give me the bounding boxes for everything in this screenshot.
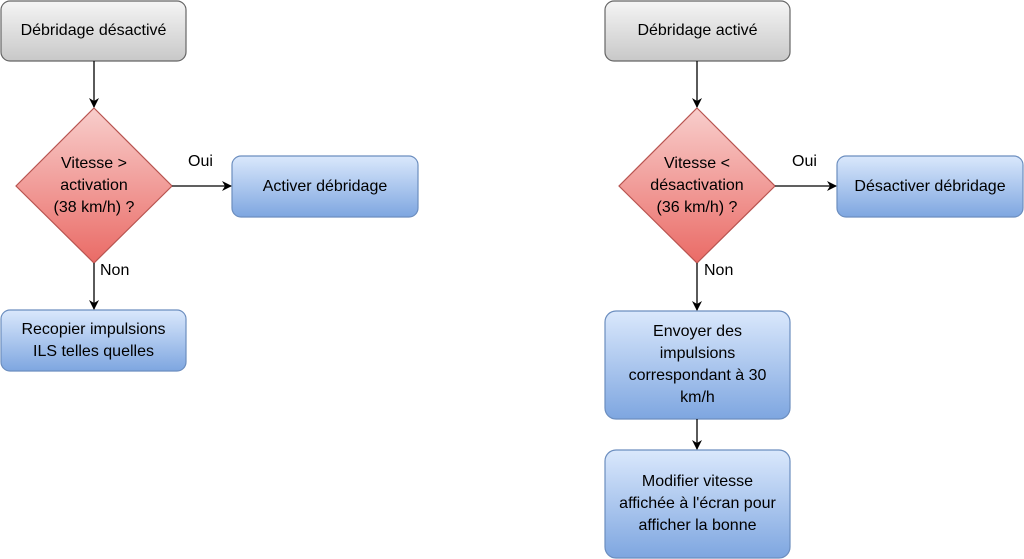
right-decision-label: Vitesse < désactivation (36 km/h) ? (650, 155, 744, 216)
right-start-label: Débridage activé (637, 22, 758, 39)
left-yes-action-label: Activer débridage (262, 177, 388, 195)
right-no-action-label: Envoyer des impulsions correspondant à 3… (628, 323, 767, 406)
left-no-edge-label: Non (99, 262, 131, 280)
right-final-action-node (604, 449, 791, 559)
right-no-edge-label: Non (703, 262, 735, 280)
left-yes-action-node (231, 155, 419, 218)
right-yes-edge-label: Oui (791, 153, 818, 171)
right-yes-action-node (836, 155, 1024, 218)
left-start-label: Débridage désactivé (20, 22, 167, 39)
right-final-action-label: Modifier vitesse affichée à l'écran pour… (619, 473, 776, 534)
left-decision-label: Vitesse > activation (38 km/h) ? (53, 155, 135, 216)
right-yes-action-label: Désactiver débridage (854, 177, 1006, 195)
left-yes-edge-label: Oui (187, 153, 214, 171)
left-no-action-label: Recopier impulsions ILS telles quelles (21, 320, 166, 360)
left-no-action-node (0, 309, 187, 372)
